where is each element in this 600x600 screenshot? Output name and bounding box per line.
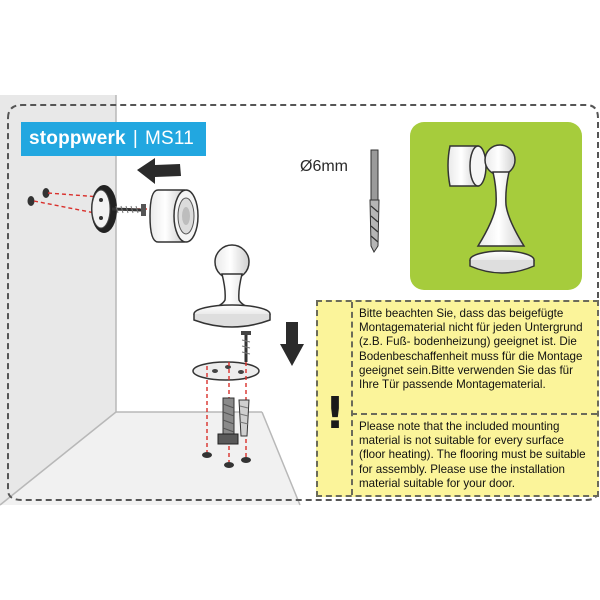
notice-box: ! Bitte beachten Sie, dass das beigefügt… — [316, 300, 599, 497]
drill-bit-icon — [369, 149, 380, 253]
floor-plate — [192, 361, 260, 381]
notice-divider-vertical — [351, 302, 353, 495]
wall-screw — [111, 204, 146, 216]
notice-text-english: Please note that the included mounting m… — [359, 420, 586, 490]
floor-dowel — [217, 397, 250, 445]
wall-plate — [91, 185, 117, 233]
brand-name: stoppwerk — [29, 128, 126, 149]
wall-cap — [149, 189, 199, 243]
floor-screw — [241, 331, 251, 362]
model-number: MS11 — [144, 128, 194, 149]
floor-stopper — [193, 244, 271, 328]
exclamation-icon: ! — [324, 388, 346, 439]
wall-holes — [27, 188, 50, 206]
notice-text-german: Bitte beachten Sie, dass das beigefügte … — [359, 307, 583, 392]
notice-divider-horizontal — [351, 413, 597, 415]
product-preview-panel — [410, 122, 582, 290]
brand-label: stoppwerk | MS11 — [21, 122, 206, 156]
room-background — [0, 95, 318, 506]
drill-diameter-label: Ø6mm — [300, 158, 348, 175]
arrow-down-icon — [280, 322, 304, 366]
arrow-left-icon — [137, 158, 181, 184]
brand-separator: | — [132, 128, 138, 149]
floor-holes — [202, 452, 251, 468]
